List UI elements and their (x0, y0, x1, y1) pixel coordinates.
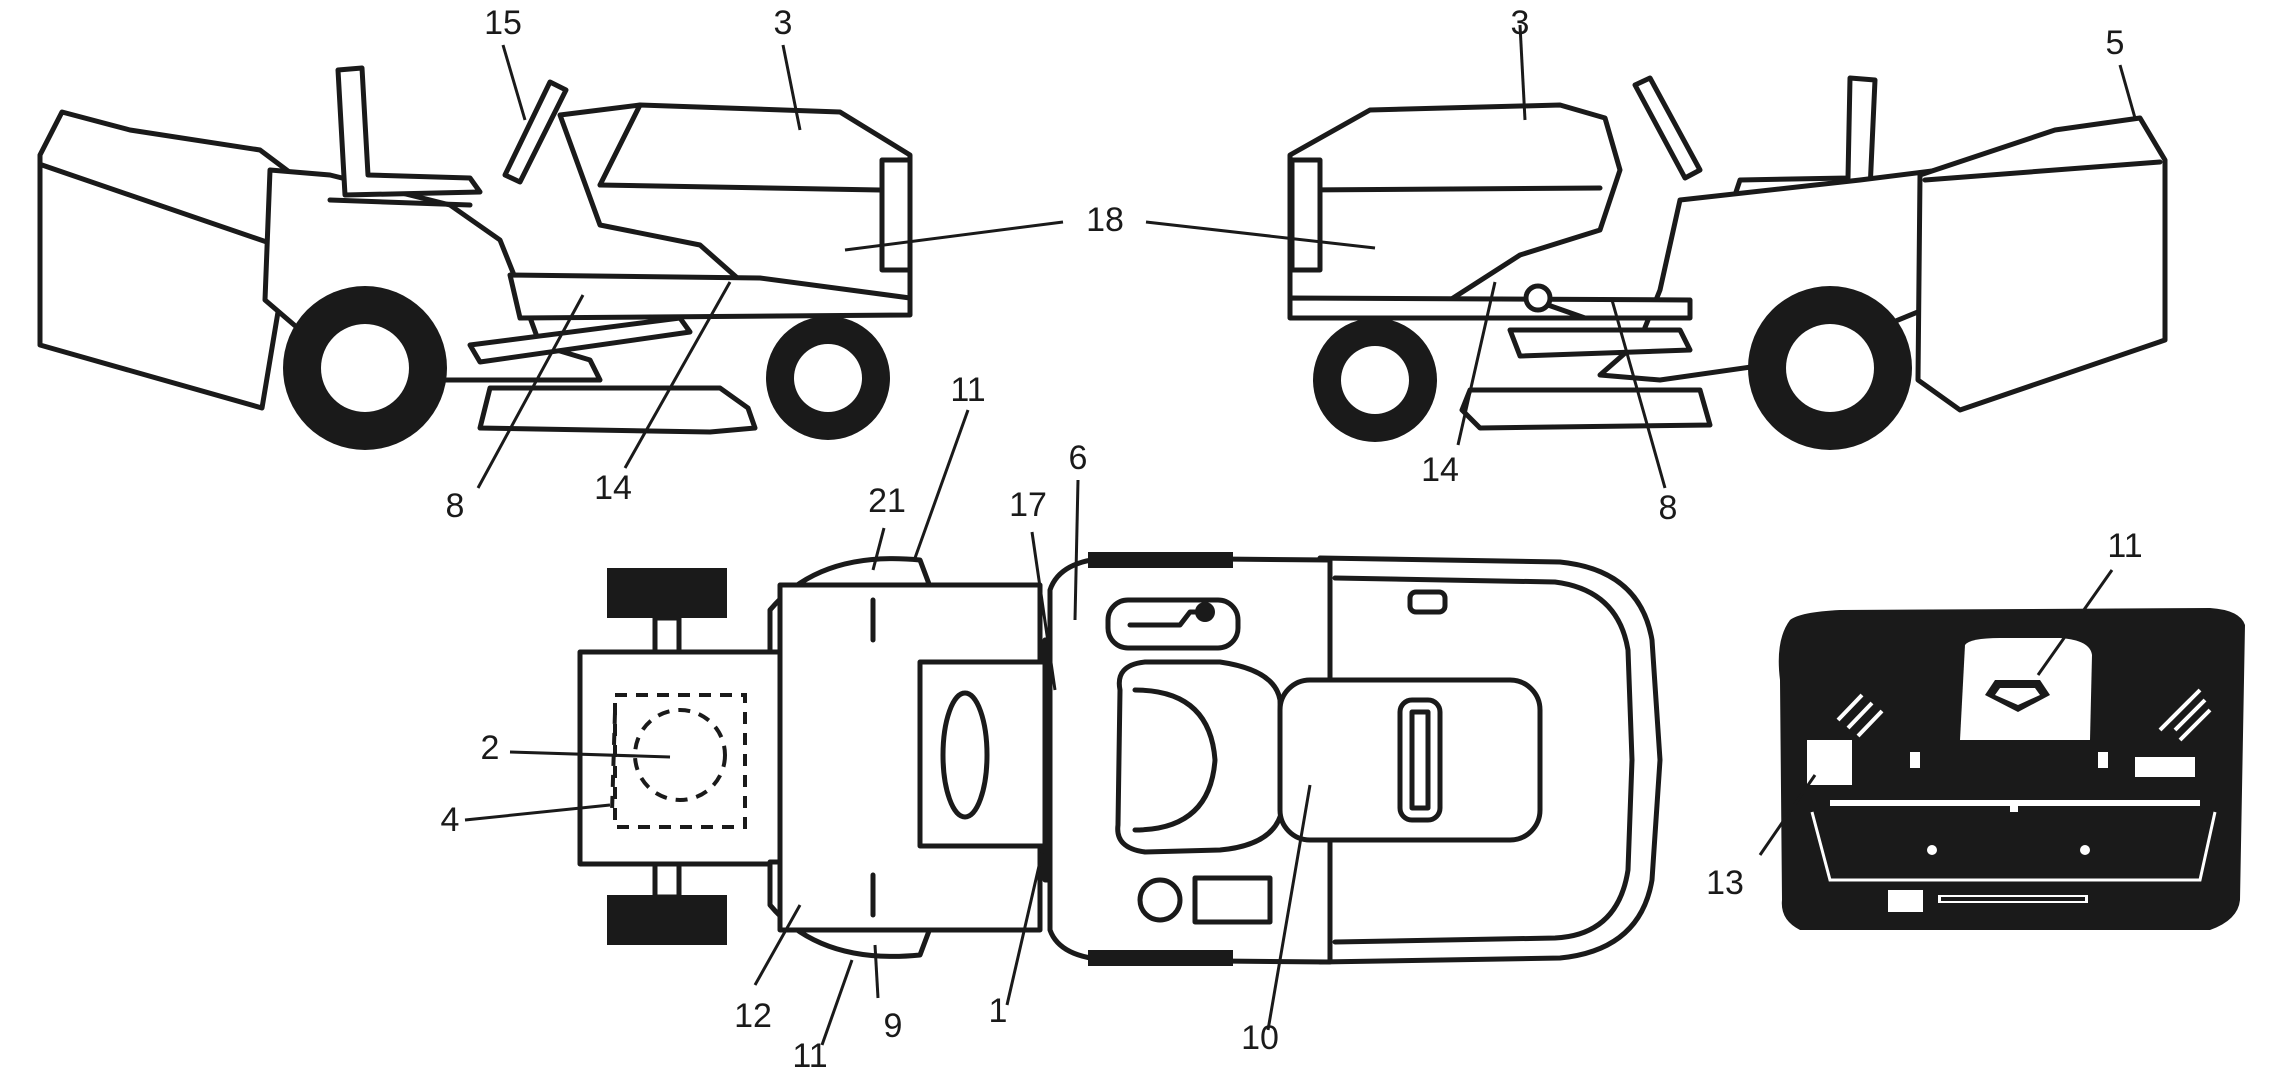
right-seat (1732, 75, 1878, 198)
left-seat (335, 65, 483, 198)
callout-14-right: 14 (1421, 451, 1459, 489)
callout-11-panel: 11 (2107, 527, 2142, 565)
left-chassis (507, 272, 913, 321)
callout-4: 4 (441, 801, 460, 839)
callout-11-bottom: 11 (792, 1037, 827, 1069)
left-steering-wheel (502, 79, 569, 185)
callout-13: 13 (1706, 864, 1744, 902)
right-hood (1287, 102, 1623, 303)
top-left-rear-tire (607, 568, 727, 618)
callout-6: 6 (1069, 439, 1088, 477)
left-mower-deck (477, 385, 758, 435)
right-steering-wheel (1632, 75, 1703, 181)
callout-9: 9 (884, 1007, 903, 1045)
right-mower-deck (1459, 387, 1713, 431)
left-hood (557, 102, 913, 303)
callout-12: 12 (734, 997, 772, 1035)
callout-numbers: 15 3 18 8 14 3 5 14 8 11 21 17 6 2 4 12 … (441, 4, 2143, 1069)
callout-18: 18 (1086, 201, 1124, 239)
callout-14-left: 14 (594, 469, 632, 507)
callout-21: 21 (868, 482, 906, 520)
callout-10: 10 (1241, 1019, 1279, 1057)
right-side-view (1287, 75, 2168, 450)
callout-8-left: 8 (446, 487, 465, 525)
callout-1: 1 (989, 992, 1008, 1030)
left-side-view (37, 65, 913, 450)
top-view (577, 552, 1663, 966)
callout-5: 5 (2106, 24, 2125, 62)
callout-17: 17 (1009, 486, 1047, 524)
callout-15: 15 (484, 4, 522, 42)
leader-lines (464, 24, 2137, 1046)
callout-3-right: 3 (1511, 4, 1530, 42)
top-right-rear-tire (607, 895, 727, 945)
callout-8-right: 8 (1659, 489, 1678, 527)
callout-2: 2 (481, 729, 500, 767)
dashboard-panel (1778, 608, 2245, 930)
left-grass-bag (37, 109, 303, 411)
callout-3-left: 3 (774, 4, 793, 42)
right-grass-bag (1915, 115, 2168, 413)
dashboard-panel-body (1778, 608, 2245, 930)
callout-11-top: 11 (950, 371, 985, 409)
